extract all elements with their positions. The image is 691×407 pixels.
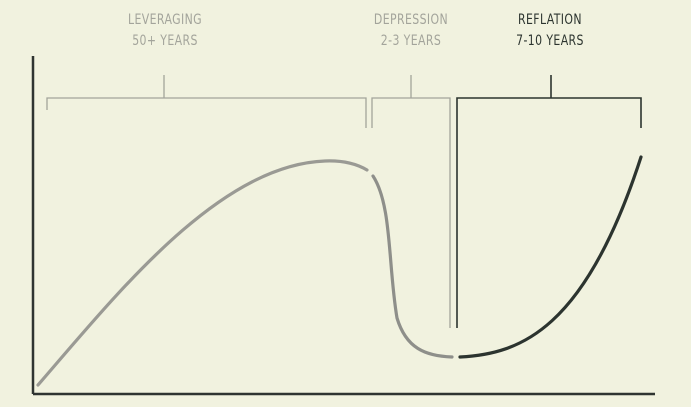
curve-leveraging (36, 159, 369, 387)
curve-depression (371, 174, 454, 359)
curve-reflation (458, 155, 643, 359)
phase-name-leveraging: LEVERAGING (127, 12, 202, 28)
phase-name-depression: DEPRESSION (373, 12, 449, 28)
bracket-leveraging (46, 75, 367, 128)
bracket-depression (371, 75, 451, 328)
phase-label-reflation: REFLATION 7-10 YEARS (488, 10, 613, 52)
phase-duration-leveraging: 50+ YEARS (132, 33, 198, 49)
phase-duration-reflation: 7-10 YEARS (516, 33, 584, 49)
phase-duration-depression: 2-3 YEARS (380, 33, 442, 49)
bracket-reflation (456, 75, 642, 328)
phase-label-depression: DEPRESSION 2-3 YEARS (349, 10, 474, 52)
phase-label-leveraging: LEVERAGING 50+ YEARS (103, 10, 228, 52)
phase-name-reflation: REFLATION (518, 12, 582, 28)
